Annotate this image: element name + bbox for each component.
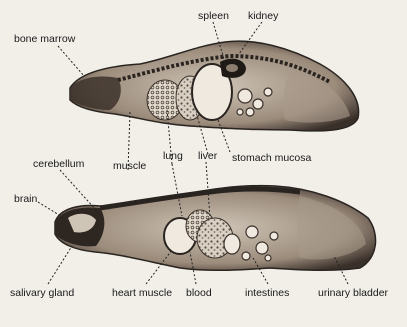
leader-bone-marrow <box>58 46 84 76</box>
label-bone-marrow: bone marrow <box>14 33 75 45</box>
label-intestines: intestines <box>245 287 289 299</box>
label-kidney: kidney <box>248 10 278 22</box>
label-urinary-bladder: urinary bladder <box>318 287 388 299</box>
label-spleen: spleen <box>198 10 229 22</box>
lower-whole-body-section <box>55 186 376 271</box>
label-lung: lung <box>163 150 183 162</box>
label-brain: brain <box>14 193 37 205</box>
label-stomach-mucosa: stomach mucosa <box>232 152 311 164</box>
label-cerebellum: cerebellum <box>33 158 84 170</box>
leader-brain <box>38 202 64 218</box>
leader-salivary-gland <box>48 246 72 284</box>
label-liver: liver <box>198 150 217 162</box>
label-blood: blood <box>186 287 212 299</box>
upper-spleen <box>226 64 238 72</box>
leader-cerebellum <box>60 170 96 210</box>
upper-whole-body-section <box>70 41 359 131</box>
label-salivary-gland: salivary gland <box>10 287 74 299</box>
label-heart-muscle: heart muscle <box>112 287 172 299</box>
label-muscle: muscle <box>113 160 146 172</box>
